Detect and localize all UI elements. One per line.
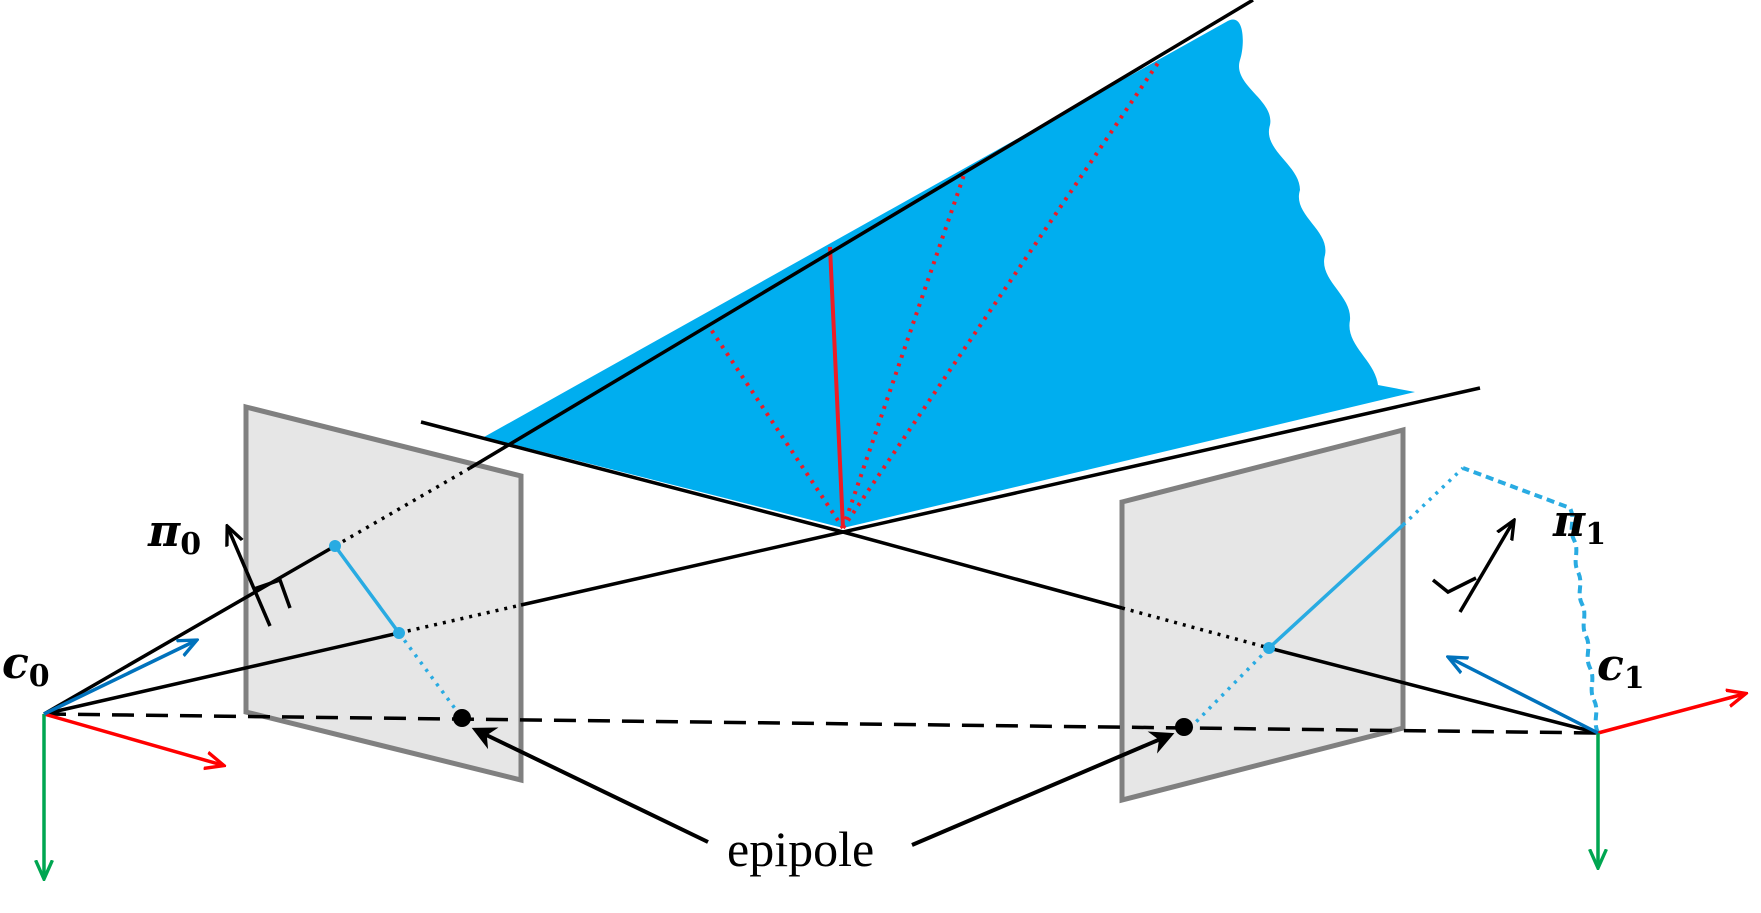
image-point-left-b [393, 627, 405, 639]
ray-right-solid-b [1268, 646, 1599, 735]
label-c0: c0 [2, 638, 50, 694]
surface-edge-left [420, 420, 844, 534]
image-plane-left [243, 403, 524, 784]
ray-left-bottom-solid-a [43, 631, 400, 716]
ray-left-top-solid-a [43, 544, 336, 716]
ray-left-bottom-dotted [398, 603, 522, 635]
camera-left-axis-z [43, 641, 195, 716]
epipole-pointer-left [471, 727, 709, 844]
image-point-right [1263, 642, 1275, 654]
label-pi1: π1 [1552, 496, 1606, 552]
epipolar-line-right-solid [1267, 523, 1405, 650]
ray-left-bottom-solid-b [520, 530, 844, 607]
plane-right-normal-arrow [1458, 522, 1513, 613]
epipole-right [1175, 718, 1193, 736]
epipole-left [453, 709, 471, 727]
camera-right-axis-z [1450, 658, 1599, 735]
plane-left-normal-arrow [228, 528, 272, 627]
ray-right-dotted [1121, 606, 1270, 650]
surface-normal-solid [828, 246, 845, 529]
label-c1: c1 [1597, 640, 1645, 696]
baseline [43, 712, 1599, 735]
plane-right-right-angle-marker [1431, 576, 1477, 595]
epipolar-line-right-dotted-lower [1188, 646, 1271, 730]
label-epipole: epipole [727, 821, 874, 877]
epipole-pointer-right [911, 731, 1175, 847]
image-point-left-a [329, 540, 341, 552]
label-pi0: π0 [147, 506, 201, 562]
surface-edge-right [842, 386, 1481, 534]
epipolar-line-left-solid [333, 544, 401, 635]
plane-left-right-angle-marker [253, 577, 292, 609]
wavy-surface-trace [1462, 466, 1600, 734]
camera-left-axis-x [43, 712, 222, 765]
ray-right-solid-a [842, 530, 1123, 610]
camera-right-axis-x [1597, 694, 1744, 735]
ray-left-top-solid-b [469, 0, 1254, 470]
image-plane-right [1119, 426, 1406, 804]
epipolar-line-right-dotted-upper [1401, 466, 1465, 527]
epipolar-plane-surface [484, 19, 1415, 529]
